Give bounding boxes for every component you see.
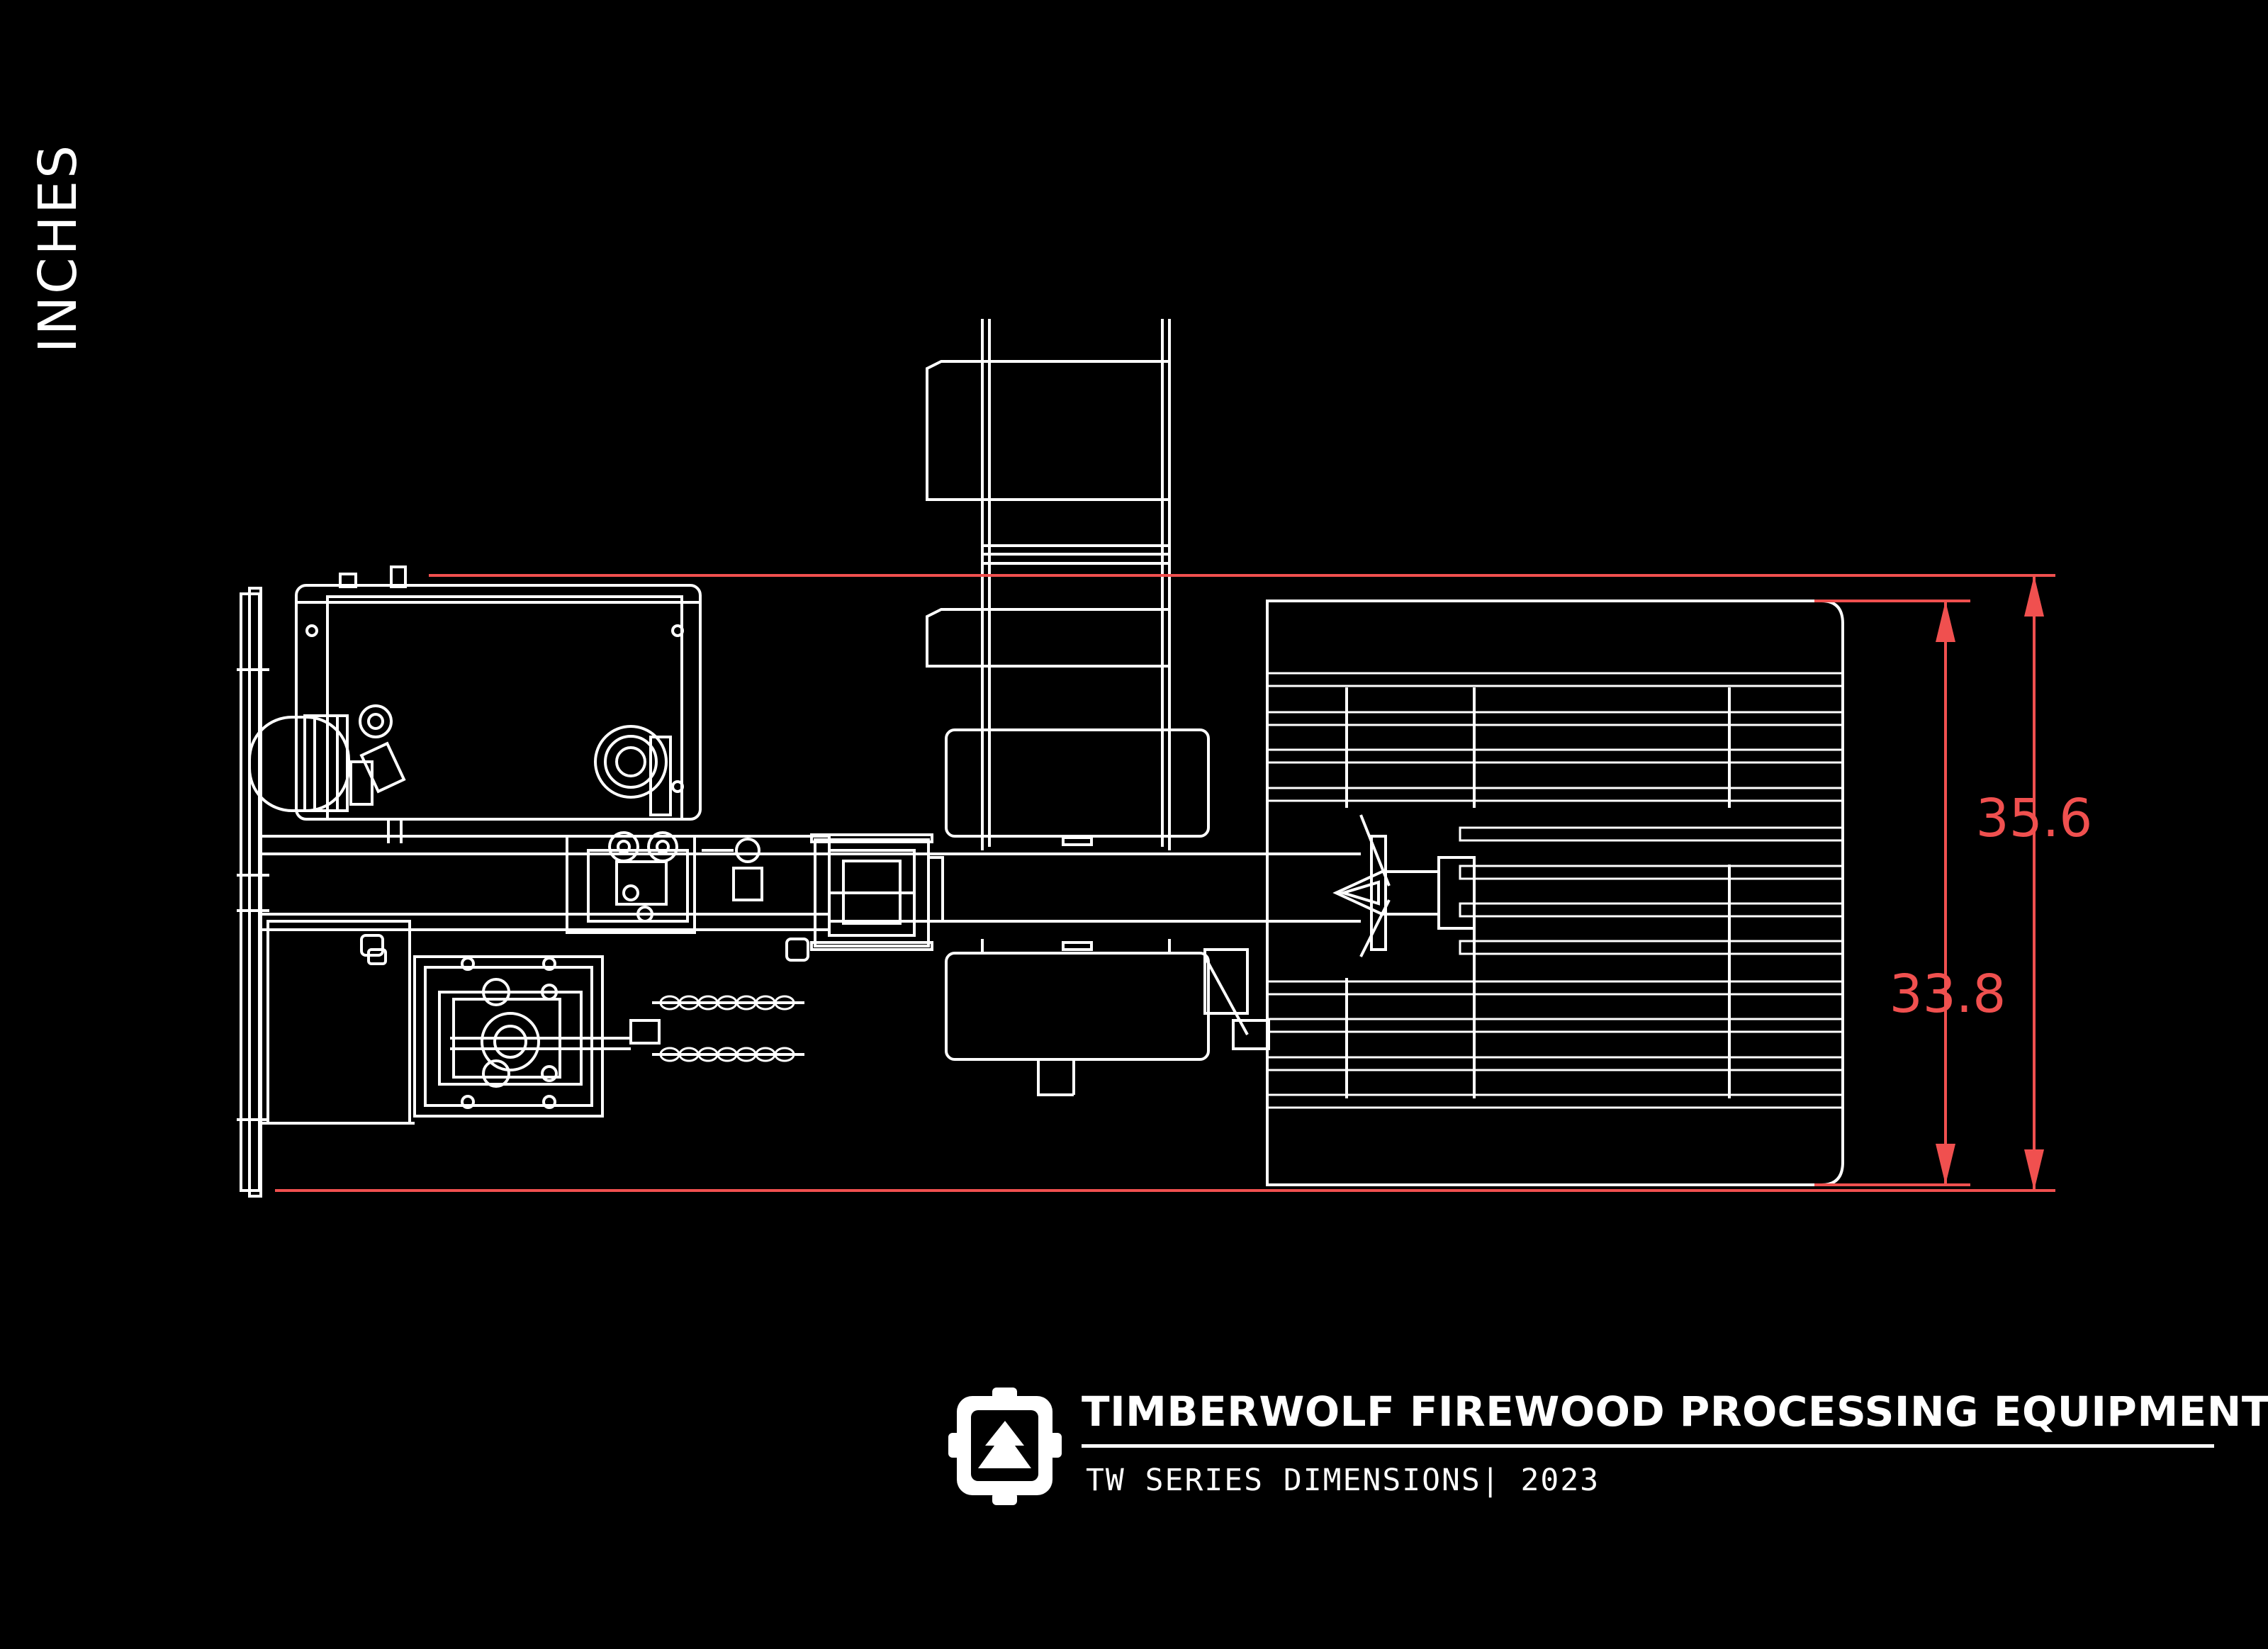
main-frame <box>259 835 831 1125</box>
bottom-tire <box>945 939 1210 1096</box>
company-title: TIMBERWOLF FIREWOOD PROCESSING EQUIPMENT <box>1082 1388 2268 1436</box>
hitch-post <box>237 587 269 1198</box>
timberwolf-tree-logo <box>948 1388 1062 1505</box>
title-divider <box>1082 1444 2214 1448</box>
dimension-lines <box>275 574 2055 1192</box>
top-tire <box>945 728 1210 850</box>
log-table <box>1266 600 1844 1186</box>
hydraulic-tank <box>295 565 702 843</box>
engine <box>413 955 661 1118</box>
control-valve <box>566 831 763 934</box>
hose-fittings <box>360 934 809 965</box>
drawing-subtitle: TW SERIES DIMENSIONS| 2023 <box>1086 1463 1600 1498</box>
cylinder-beam <box>810 833 1361 951</box>
inner-height-dimension-label: 33.8 <box>1890 964 2006 1025</box>
engine-chains <box>652 995 804 1062</box>
top-fender <box>926 319 1171 847</box>
gauge-assembly <box>594 725 672 816</box>
log-table-slats <box>1266 672 1844 1109</box>
dimension-arrows <box>1936 575 2044 1191</box>
filter-canister <box>248 704 406 812</box>
outer-height-dimension-label: 35.6 <box>1976 788 2093 849</box>
splitting-wedge <box>1203 814 1476 1050</box>
